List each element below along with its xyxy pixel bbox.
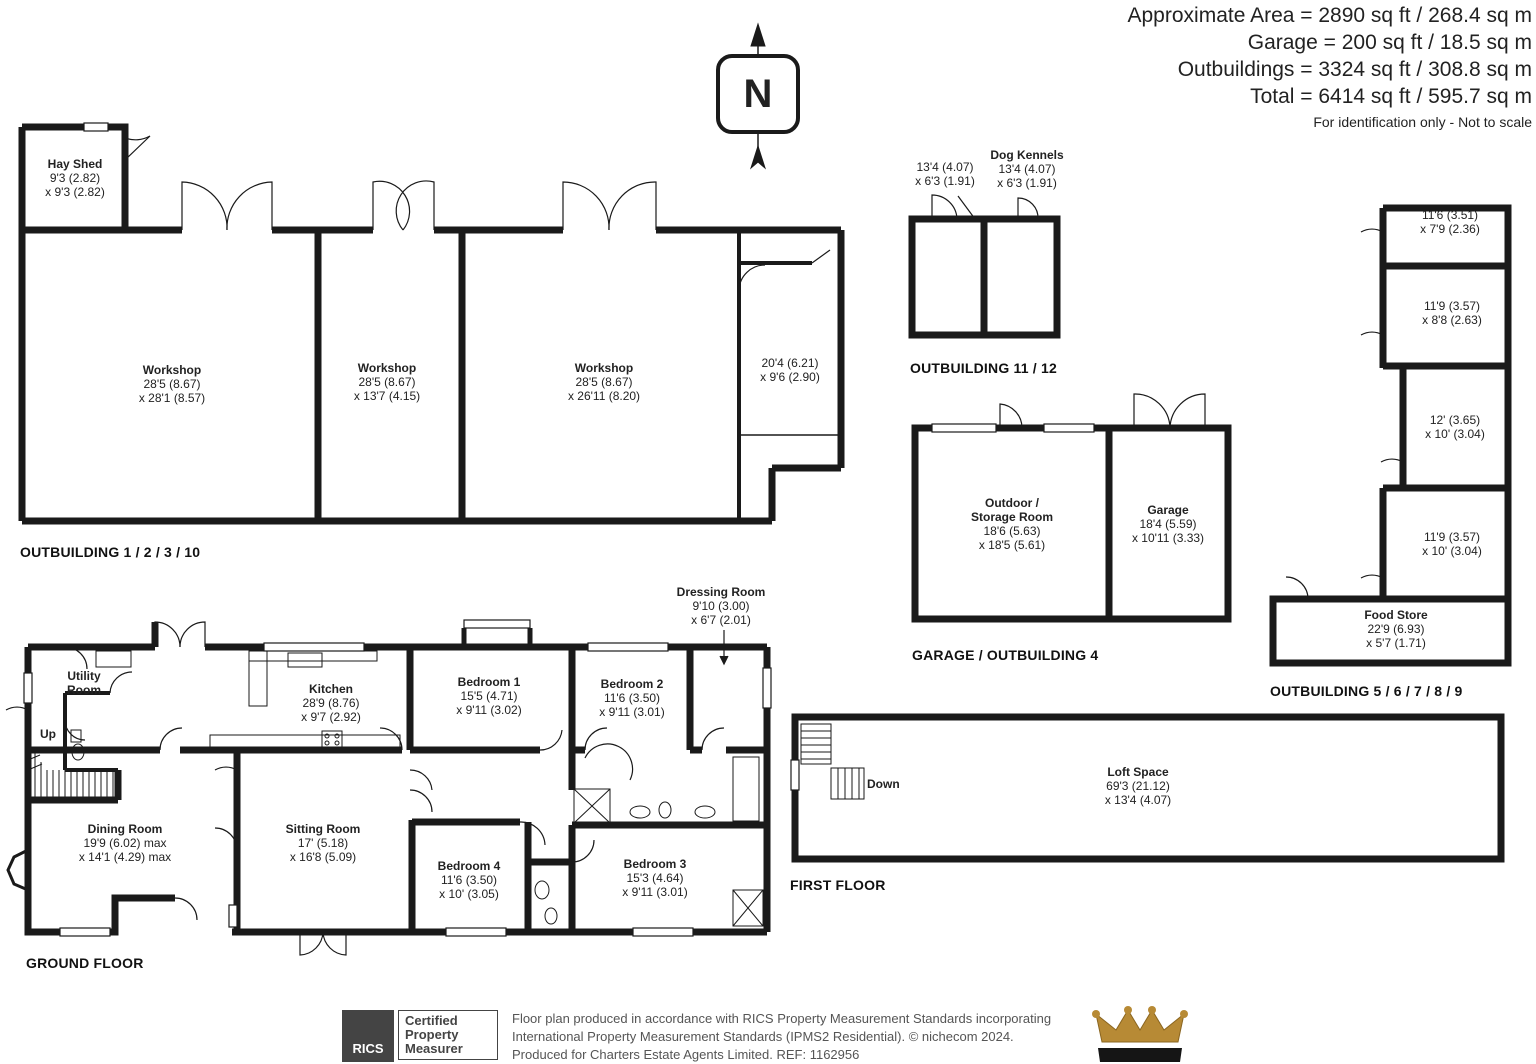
room-label-outbuilding-6: 11'9 (3.57)x 8'8 (2.63) xyxy=(1422,299,1482,327)
crown-logo xyxy=(1092,1006,1188,1062)
garage-area: Garage = 200 sq ft / 18.5 sq m xyxy=(1247,31,1532,54)
loft-stairs-down-label: Down xyxy=(867,777,900,791)
outbuildings-area: Outbuildings = 3324 sq ft / 308.8 sq m xyxy=(1177,58,1532,81)
room-label-kennel-left: 13'4 (4.07)x 6'3 (1.91) xyxy=(915,160,975,188)
footer-disclaimer: Floor plan produced in accordance with R… xyxy=(512,1011,1052,1062)
rics-certification-badge: RICS Certified Property Measurer xyxy=(342,1010,502,1062)
outbuilding-5-9-walls xyxy=(1269,204,1512,667)
total-area: Total = 6414 sq ft / 595.7 sq m xyxy=(1250,85,1532,108)
outbuilding-11-12-walls xyxy=(908,215,1061,339)
certified-measurer-box: Certified Property Measurer xyxy=(398,1010,498,1060)
room-label-outbuilding-7: 12' (3.65)x 10' (3.04) xyxy=(1425,413,1485,441)
compass-letter: N xyxy=(743,72,773,116)
compass-rose xyxy=(716,22,800,170)
area-summary: Approximate Area = 2890 sq ft / 268.4 sq… xyxy=(1128,2,1533,132)
section-outbuilding-1-2-3-10: OUTBUILDING 1 / 2 / 3 / 10 xyxy=(20,544,201,560)
section-garage-outbuilding-4: GARAGE / OUTBUILDING 4 xyxy=(912,647,1099,663)
scale-note: For identification only - Not to scale xyxy=(1313,114,1532,130)
room-label-store-10: 20'4 (6.21)x 9'6 (2.90) xyxy=(760,356,820,384)
section-outbuilding-11-12: OUTBUILDING 11 / 12 xyxy=(910,360,1057,376)
room-label-outbuilding-8: 11'9 (3.57)x 10' (3.04) xyxy=(1422,530,1482,558)
section-first-floor: FIRST FLOOR xyxy=(790,877,886,893)
approximate-area: Approximate Area = 2890 sq ft / 268.4 sq… xyxy=(1127,4,1533,27)
rics-logo: RICS xyxy=(342,1010,394,1062)
outbuilding-1-2-3-10-walls xyxy=(18,123,845,525)
section-ground-floor: GROUND FLOOR xyxy=(26,955,144,971)
ground-stairs-up-label: Up xyxy=(40,727,56,741)
room-label-outbuilding-5: 11'6 (3.51)x 7'9 (2.36) xyxy=(1420,208,1480,236)
section-outbuilding-5-9: OUTBUILDING 5 / 6 / 7 / 8 / 9 xyxy=(1270,683,1463,699)
